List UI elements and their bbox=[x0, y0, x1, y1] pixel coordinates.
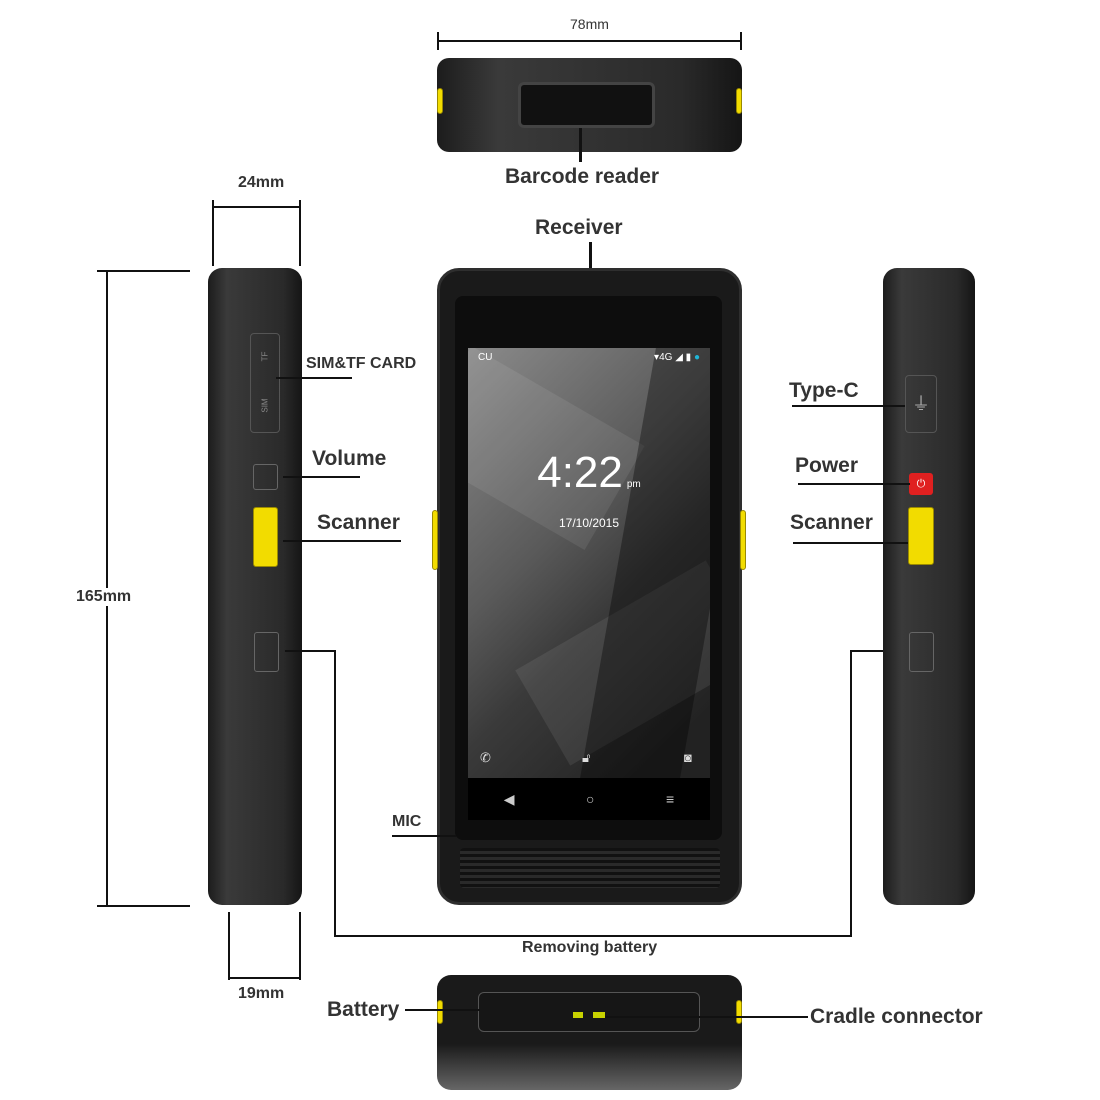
back-icon[interactable]: ◀ bbox=[503, 790, 515, 807]
dim-tick bbox=[299, 200, 301, 266]
power-button: ⏻ bbox=[909, 473, 933, 495]
cradle-connector-label: Cradle connector bbox=[810, 1005, 983, 1028]
menu-icon[interactable]: ≡ bbox=[666, 791, 675, 807]
callout-line bbox=[798, 483, 910, 485]
callout-line bbox=[605, 1016, 808, 1018]
callout-line bbox=[334, 935, 852, 937]
callout-line bbox=[276, 377, 352, 379]
cradle-connector-pins bbox=[573, 1012, 605, 1018]
width-label: 78mm bbox=[570, 16, 609, 32]
right-scanner-key bbox=[908, 507, 934, 565]
status-icons: ▾4G ◢ ▮ ● bbox=[654, 352, 700, 363]
callout-line bbox=[850, 650, 910, 652]
dim-tick bbox=[97, 270, 190, 272]
depth-bottom-label: 19mm bbox=[238, 985, 285, 1002]
camera-icon[interactable]: ◙ bbox=[684, 750, 692, 765]
callout-line bbox=[579, 128, 582, 162]
callout-line bbox=[334, 650, 336, 937]
front-scanner-key-right bbox=[740, 510, 746, 570]
scanner-right-label: Scanner bbox=[790, 511, 873, 534]
network-text: 4G bbox=[659, 352, 673, 363]
clock-time: 4:22 bbox=[537, 448, 623, 497]
callout-line bbox=[589, 242, 592, 284]
callout-line bbox=[405, 1009, 480, 1011]
height-label: 165mm bbox=[76, 588, 132, 606]
barcode-reader-window bbox=[518, 82, 655, 128]
top-scanner-key-left bbox=[437, 88, 443, 114]
callout-line bbox=[285, 650, 336, 652]
dim-tick bbox=[97, 905, 190, 907]
sim-slot-label: SIM bbox=[260, 398, 270, 413]
callout-line bbox=[850, 650, 852, 937]
bottom-grille bbox=[460, 848, 720, 888]
lock-icon[interactable]: 🔓︎ bbox=[582, 750, 591, 765]
callout-line bbox=[283, 476, 360, 478]
volume-key bbox=[253, 464, 278, 490]
battery-latch-left bbox=[254, 632, 279, 672]
home-icon[interactable]: ○ bbox=[586, 791, 595, 807]
left-scanner-key bbox=[253, 507, 278, 567]
left-side-view-device bbox=[208, 268, 302, 905]
battery-latch-right bbox=[909, 632, 934, 672]
power-label: Power bbox=[795, 454, 859, 477]
bottom-scanner-key-left bbox=[437, 1000, 443, 1024]
type-c-label: Type-C bbox=[789, 379, 859, 402]
phone-icon[interactable]: ✆ bbox=[480, 750, 491, 765]
carrier-text: CU bbox=[478, 352, 493, 363]
dim-tick bbox=[299, 912, 301, 980]
type-c-port-cover: ⏚ bbox=[905, 375, 937, 433]
dim-tick bbox=[740, 32, 742, 50]
dim-line bbox=[212, 206, 301, 208]
dim-line bbox=[228, 977, 301, 979]
profile-icon[interactable]: ● bbox=[693, 352, 700, 363]
callout-line bbox=[792, 405, 905, 407]
callout-line bbox=[392, 835, 456, 837]
callout-line bbox=[793, 542, 908, 544]
navigation-bar: ◀ ○ ≡ bbox=[468, 778, 710, 820]
bottom-scanner-key-right bbox=[736, 1000, 742, 1024]
scanner-left-label: Scanner bbox=[317, 511, 400, 534]
receiver-label: Receiver bbox=[535, 216, 623, 239]
barcode-reader-label: Barcode reader bbox=[505, 165, 660, 188]
width-dimension-line bbox=[437, 40, 742, 42]
dim-tick bbox=[437, 32, 439, 50]
volume-label: Volume bbox=[312, 447, 387, 470]
callout-line bbox=[283, 540, 401, 542]
status-bar: CU ▾4G ◢ ▮ ● bbox=[468, 348, 710, 368]
top-scanner-key-right bbox=[736, 88, 742, 114]
dim-tick bbox=[228, 912, 230, 980]
right-side-view-device bbox=[883, 268, 975, 905]
mic-label: MIC bbox=[392, 813, 422, 830]
tf-slot-label: TF bbox=[260, 351, 270, 362]
sim-tf-card-label: SIM&TF CARD bbox=[306, 355, 417, 372]
removing-battery-label: Removing battery bbox=[522, 939, 658, 956]
front-scanner-key-left bbox=[432, 510, 438, 570]
battery-label: Battery bbox=[327, 998, 400, 1021]
date-text: 17/10/2015 bbox=[558, 516, 620, 530]
dim-tick bbox=[212, 200, 214, 266]
wallpaper-shape bbox=[580, 348, 710, 778]
depth-top-label: 24mm bbox=[238, 174, 285, 191]
clock-ampm: pm bbox=[626, 479, 641, 490]
sim-tf-slot-cover: TF SIM bbox=[250, 333, 280, 433]
